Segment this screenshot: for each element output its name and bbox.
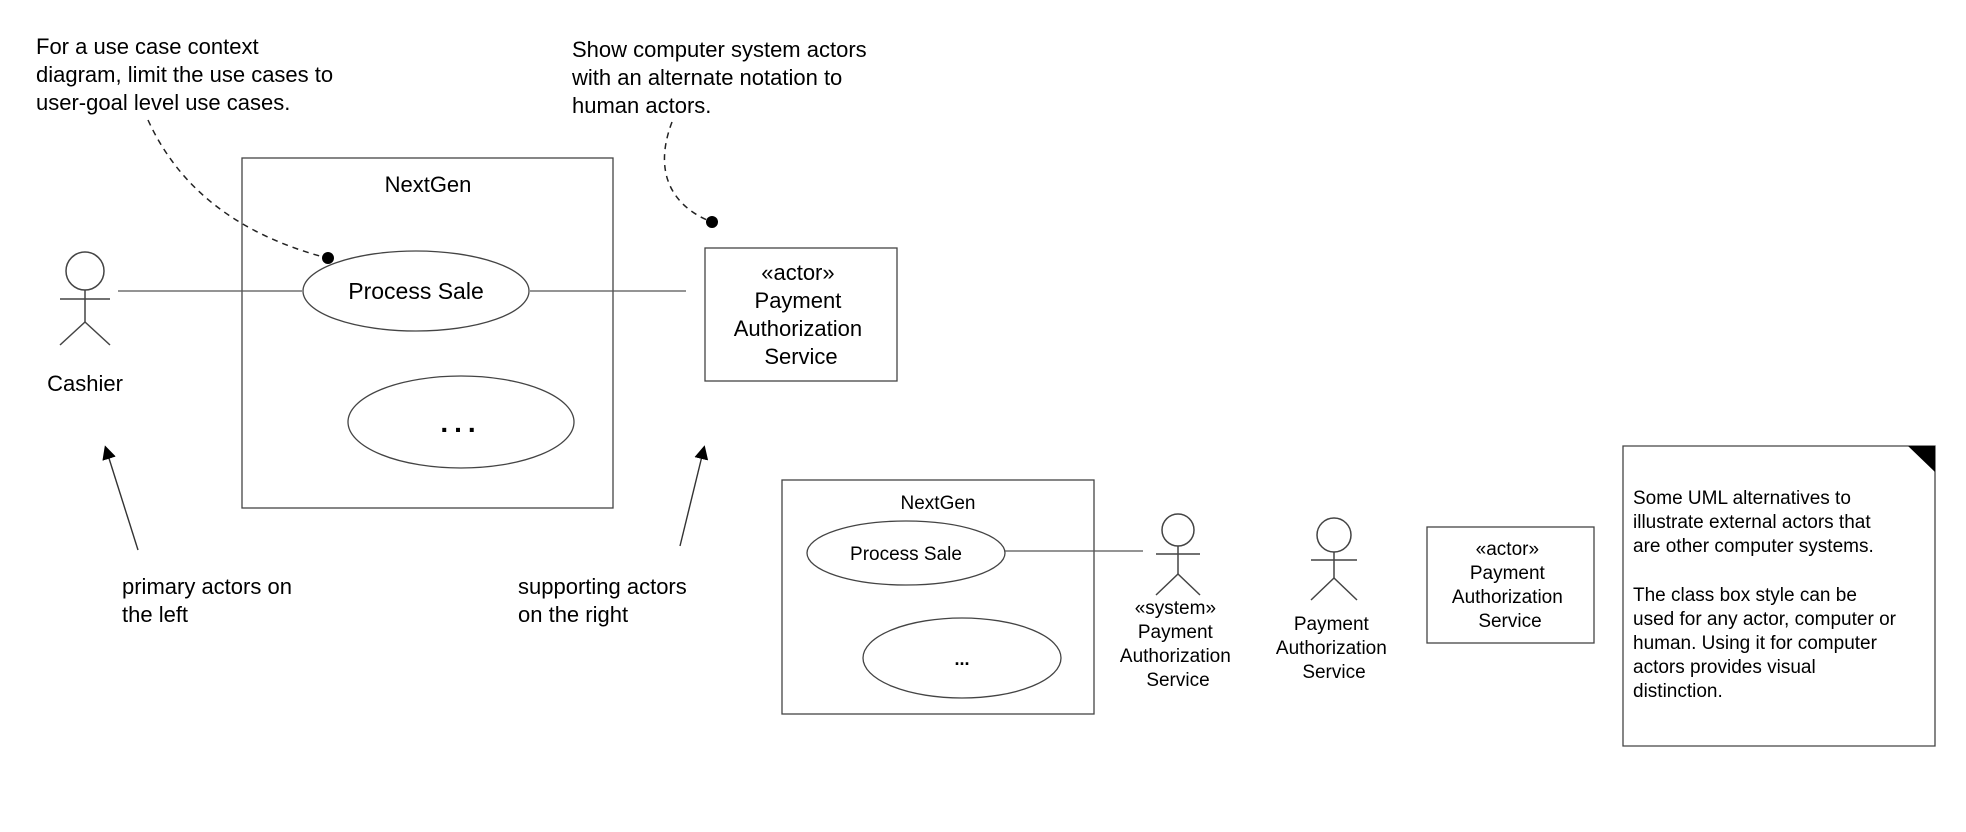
use-case-process-sale xyxy=(302,250,530,332)
actor-box-label: «actor» Payment Authorization Service xyxy=(734,260,869,369)
uml-note-alternatives xyxy=(1622,445,1936,747)
system-boundary-nextgen xyxy=(241,157,614,509)
use-case-label-process-sale: Process Sale xyxy=(348,278,484,304)
system-boundary-nextgen-alt xyxy=(781,479,1095,715)
payment-service-actor-label: Payment Authorization Service xyxy=(1276,614,1392,683)
use-case-process-sale-alt xyxy=(806,520,1006,586)
use-case-ellipsis-alt xyxy=(862,617,1062,699)
cashier-actor-icon xyxy=(59,251,111,346)
arrow-primary-actors xyxy=(102,445,139,551)
actor-box-payment-authorization-service-alt xyxy=(1426,526,1595,644)
use-case-label-ellipsis: ... xyxy=(440,407,481,438)
note-top-mid: Show computer system actors with an alte… xyxy=(571,37,873,118)
use-case-ellipsis xyxy=(347,375,575,469)
system-name-nextgen-alt: NextGen xyxy=(901,493,976,514)
use-case-label-ellipsis-alt: ... xyxy=(954,649,969,669)
uml-note-alternatives-text: Some UML alternatives to illustrate exte… xyxy=(1633,488,1901,702)
note-primary-actors: primary actors on the left xyxy=(122,574,298,627)
system-actor-label: «system» Payment Authorization Service xyxy=(1120,598,1236,691)
note-top-left-connector xyxy=(147,119,328,259)
note-top-mid-connector xyxy=(663,121,713,223)
arrow-supporting-actors xyxy=(679,445,709,547)
uml-note-folded-corner-icon xyxy=(1908,446,1935,472)
actor-box-payment-authorization-service xyxy=(704,247,898,382)
use-case-label-process-sale-alt: Process Sale xyxy=(850,544,962,565)
system-name-nextgen: NextGen xyxy=(385,172,472,197)
note-top-left: For a use case context diagram, limit th… xyxy=(36,34,339,115)
actor-label-cashier: Cashier xyxy=(47,371,123,396)
system-actor-icon xyxy=(1155,513,1201,596)
actor-box-label-alt: «actor» Payment Authorization Service xyxy=(1452,539,1568,632)
note-top-mid-anchor-dot xyxy=(706,216,718,228)
note-supporting-actors: supporting actors on the right xyxy=(518,574,693,627)
payment-service-actor-icon xyxy=(1310,517,1358,601)
note-top-left-anchor-dot xyxy=(322,252,334,264)
